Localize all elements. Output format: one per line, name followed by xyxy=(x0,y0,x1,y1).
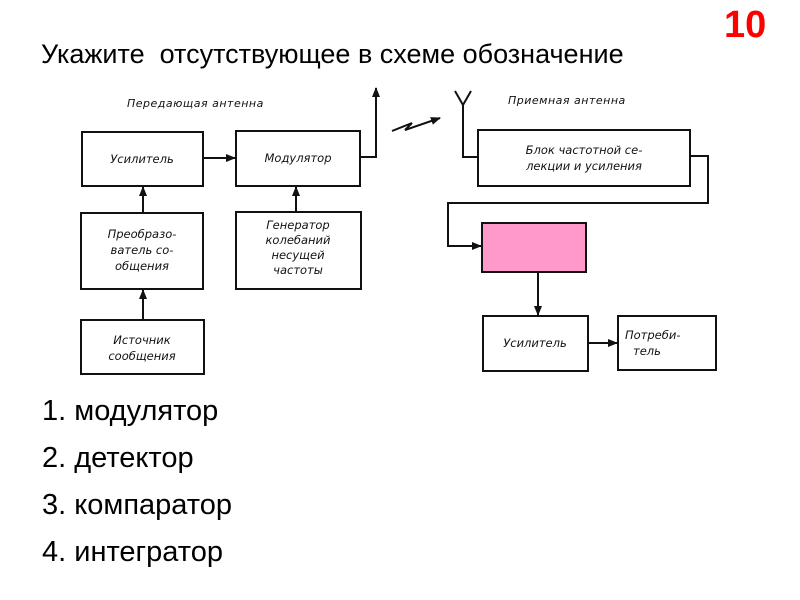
modulator-block: Модулятор xyxy=(235,130,361,187)
answer-number: 2. xyxy=(42,442,67,474)
rx-amplifier-label: Усилитель xyxy=(503,336,567,350)
answer-option[interactable]: 3. компаратор xyxy=(42,482,232,529)
transmitting-antenna xyxy=(360,87,380,158)
consumer-label-line: Потреби- xyxy=(625,328,680,342)
converter-label-line: общения xyxy=(115,259,169,273)
answer-number: 1. xyxy=(42,395,67,427)
answer-text: интегратор xyxy=(74,536,223,568)
generator-label-line: колебаний xyxy=(265,233,331,247)
consumer-block: Потреби- тель xyxy=(617,315,717,371)
converter-label-line: ватель со- xyxy=(111,243,174,257)
arrow-selection-to-missing xyxy=(447,155,709,250)
radio-wave-icon xyxy=(391,117,441,132)
answer-options: 1. модулятор 2. детектор 3. компаратор 4… xyxy=(42,388,232,576)
selection-label-line: лекции и усиления xyxy=(525,159,642,173)
generator-label-line: частоты xyxy=(273,263,323,277)
source-block: Источник сообщения xyxy=(80,319,205,375)
selection-label-line: Блок частотной се- xyxy=(526,143,643,157)
transmitter-antenna-caption: Передающая антенна xyxy=(127,97,264,110)
answer-option[interactable]: 4. интегратор xyxy=(42,529,232,576)
answer-text: компаратор xyxy=(74,489,232,521)
tx-amplifier-block: Усилитель xyxy=(81,131,204,187)
rx-amplifier-block: Усилитель xyxy=(482,315,589,372)
converter-label-line: Преобразо- xyxy=(108,227,177,241)
question-text: Укажите отсутствующее в схеме обозначени… xyxy=(41,39,624,69)
carrier-generator-block: Генератор колебаний несущей частоты xyxy=(235,211,362,290)
generator-label-line: Генератор xyxy=(266,218,329,232)
receiving-antenna-icon xyxy=(454,90,478,158)
receiver-antenna-caption: Приемная антенна xyxy=(508,94,626,107)
consumer-label-line: тель xyxy=(633,344,661,358)
slide-number: 10 xyxy=(724,4,767,46)
generator-label-line: несущей xyxy=(271,248,325,262)
answer-option[interactable]: 2. детектор xyxy=(42,435,232,482)
modulator-label: Модулятор xyxy=(264,151,331,165)
answer-number: 3. xyxy=(42,489,67,521)
answer-option[interactable]: 1. модулятор xyxy=(42,388,232,435)
answer-text: детектор xyxy=(74,442,194,474)
source-label-line: Источник xyxy=(113,333,170,347)
converter-block: Преобразо- ватель со- общения xyxy=(80,212,204,290)
tx-amplifier-label: Усилитель xyxy=(110,152,174,166)
answer-number: 4. xyxy=(42,536,67,568)
missing-block[interactable] xyxy=(481,222,587,273)
source-label-line: сообщения xyxy=(108,349,175,363)
frequency-selection-block: Блок частотной се- лекции и усиления xyxy=(477,129,691,187)
answer-text: модулятор xyxy=(74,395,219,427)
